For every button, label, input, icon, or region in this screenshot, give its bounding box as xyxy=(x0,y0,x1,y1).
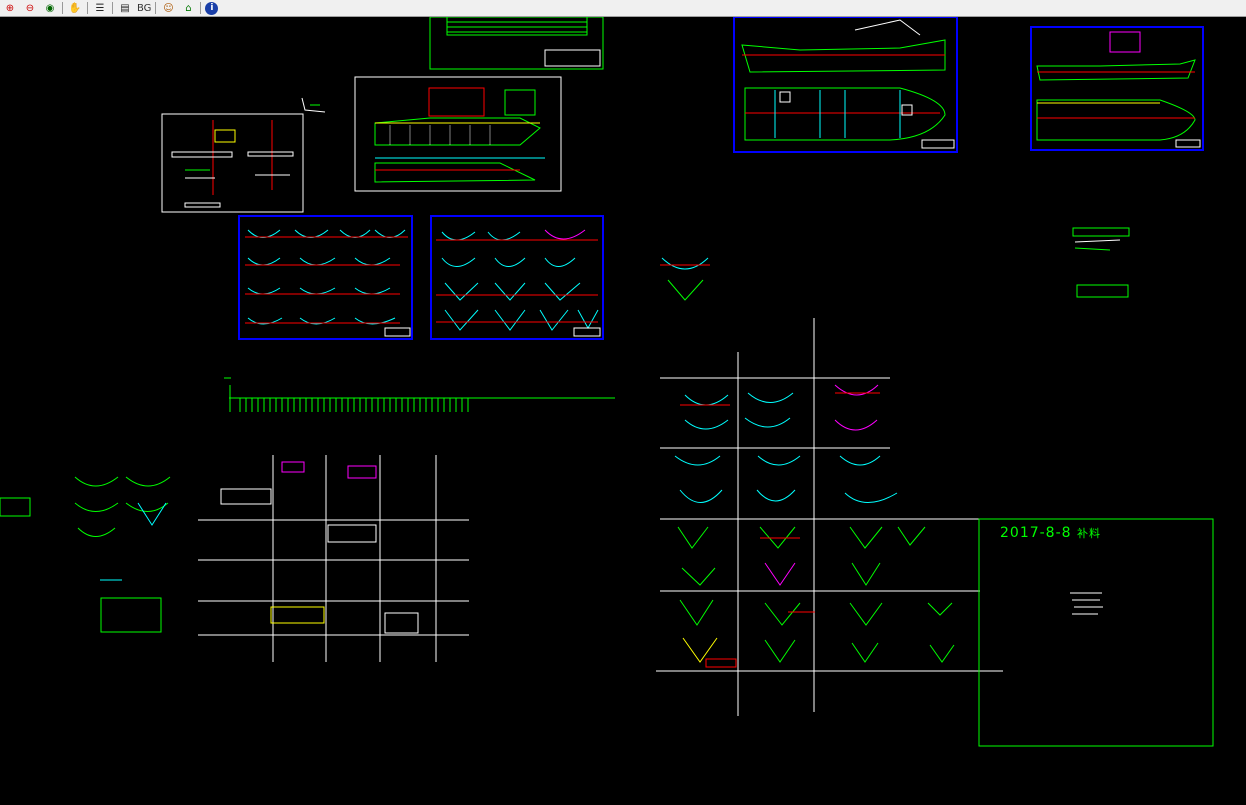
drawing-sheet-top-grid xyxy=(429,17,604,70)
cad-drawing xyxy=(0,17,1214,747)
toolbar-separator xyxy=(62,2,63,14)
revision-date-note: 2017-8-8 补料 xyxy=(1000,525,1101,541)
info-icon[interactable]: i xyxy=(205,1,219,15)
toolbar-separator xyxy=(112,2,113,14)
background-toggle-button[interactable]: BG xyxy=(137,2,152,14)
zoom-in-icon[interactable]: ⊕ xyxy=(5,2,15,14)
toolbar-separator xyxy=(200,2,202,14)
drawing-sheet-hull-plan xyxy=(1030,26,1204,151)
frame-sections-grid xyxy=(656,318,1003,716)
scale-ruler xyxy=(224,377,615,412)
cad-drawing-canvas[interactable] xyxy=(0,17,1246,805)
drawing-sheet-frame-sections-a xyxy=(238,215,413,340)
revision-note-suffix: 补料 xyxy=(1077,527,1101,540)
view-eye-icon[interactable]: ◉ xyxy=(45,2,55,14)
detail-fragment xyxy=(301,97,326,113)
print-icon[interactable]: ▤ xyxy=(120,2,130,14)
drawing-sheet-sections xyxy=(161,113,304,213)
drawing-sheet-frame-sections-b xyxy=(430,215,604,340)
detail-fragment-right xyxy=(1072,227,1130,298)
layers-icon[interactable]: ☰ xyxy=(95,2,105,14)
pan-icon[interactable]: ✋ xyxy=(68,2,82,14)
drawing-sheet-hull-profile xyxy=(354,76,562,192)
revision-date-text: 2017-8-8 xyxy=(1000,525,1077,541)
parts-table-grid xyxy=(198,455,469,662)
revision-note-frame xyxy=(978,518,1214,747)
parts-left-cluster xyxy=(0,476,171,633)
toolbar-separator xyxy=(87,2,88,14)
drawing-sheet-general-arrangement xyxy=(733,17,958,153)
toolbar: ⊕ ⊖ ◉ ✋ ☰ ▤ BG ☺ ⌂ i xyxy=(0,0,1246,17)
home-icon[interactable]: ⌂ xyxy=(185,2,192,14)
user-icon[interactable]: ☺ xyxy=(163,2,174,14)
toolbar-separator xyxy=(155,2,157,14)
zoom-out-icon[interactable]: ⊖ xyxy=(25,2,35,14)
frame-section-shapes xyxy=(674,384,955,668)
section-detail-mid xyxy=(660,257,710,301)
